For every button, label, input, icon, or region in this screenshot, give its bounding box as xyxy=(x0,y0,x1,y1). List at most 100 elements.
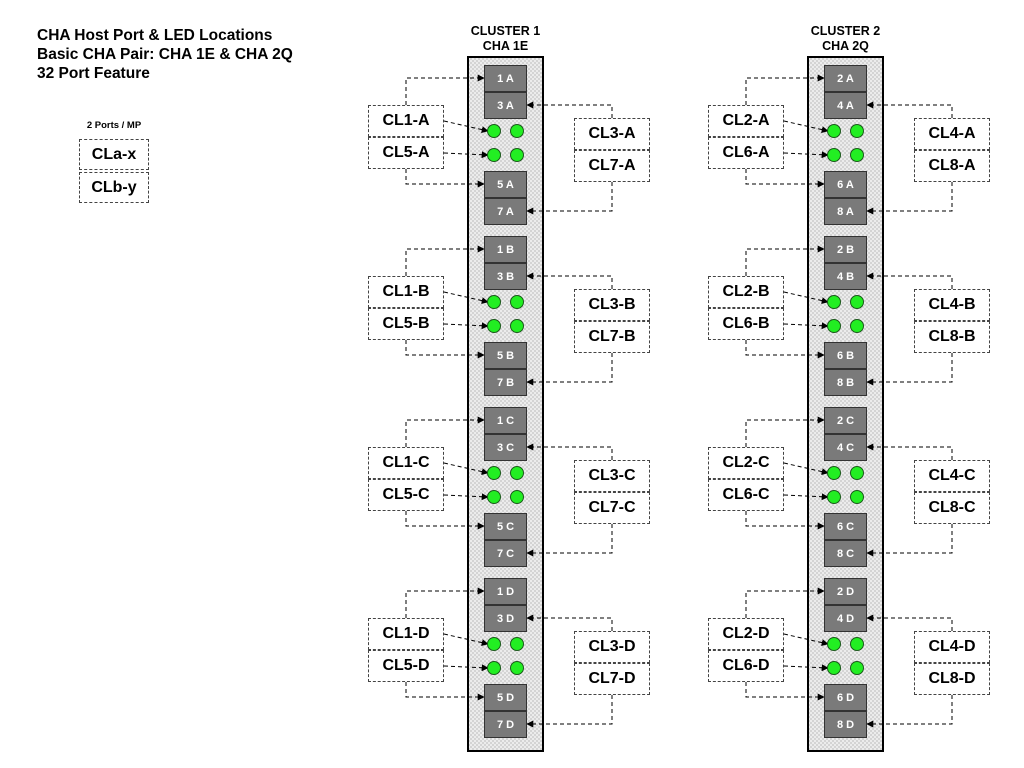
left-port-label: CL1-B xyxy=(368,276,444,308)
port-block: 1 D xyxy=(484,578,527,605)
connector-line xyxy=(783,493,829,501)
led-indicator xyxy=(510,148,524,162)
port-block: 2 D xyxy=(824,578,867,605)
left-port-label: CL5-C xyxy=(368,479,444,511)
cha-board xyxy=(807,56,884,752)
led-indicator xyxy=(850,637,864,651)
left-port-label: CL6-B xyxy=(708,308,784,340)
cha-header: CHA 2Q xyxy=(822,39,869,53)
connector-line xyxy=(443,664,489,672)
port-block: 6 A xyxy=(824,171,867,198)
right-port-label: CL7-D xyxy=(574,663,650,695)
title-line-1: CHA Host Port & LED Locations xyxy=(37,27,273,44)
port-block: 3 A xyxy=(484,92,527,119)
cluster-header: CLUSTER 1 xyxy=(470,24,541,38)
led-indicator xyxy=(487,295,501,309)
connector-line xyxy=(405,245,485,276)
port-block: 6 D xyxy=(824,684,867,711)
port-block: 5 D xyxy=(484,684,527,711)
right-port-label: CL3-B xyxy=(574,289,650,321)
port-block: 3 C xyxy=(484,434,527,461)
led-indicator xyxy=(850,319,864,333)
led-indicator xyxy=(827,466,841,480)
connector-line xyxy=(783,322,829,330)
led-indicator xyxy=(510,124,524,138)
connector-line xyxy=(866,524,953,557)
port-block: 8 C xyxy=(824,540,867,567)
connector-line xyxy=(405,416,485,447)
connector-line xyxy=(866,695,953,728)
left-port-label: CL5-B xyxy=(368,308,444,340)
led-indicator xyxy=(487,148,501,162)
connector-line xyxy=(405,74,485,105)
connector-line xyxy=(443,151,489,159)
led-indicator xyxy=(487,490,501,504)
left-port-label: CL2-B xyxy=(708,276,784,308)
connector-line xyxy=(405,682,485,701)
left-port-label: CL2-C xyxy=(708,447,784,479)
port-block: 1 C xyxy=(484,407,527,434)
right-port-label: CL4-B xyxy=(914,289,990,321)
title-line-3: 32 Port Feature xyxy=(37,65,150,82)
led-indicator xyxy=(827,661,841,675)
port-block: 3 D xyxy=(484,605,527,632)
right-port-label: CL8-A xyxy=(914,150,990,182)
connector-line xyxy=(745,74,825,105)
port-block: 3 B xyxy=(484,263,527,290)
connector-line xyxy=(443,120,489,134)
led-indicator xyxy=(510,637,524,651)
led-indicator xyxy=(827,637,841,651)
connector-line xyxy=(783,291,829,305)
led-indicator xyxy=(850,124,864,138)
connector-line xyxy=(745,340,825,359)
led-indicator xyxy=(827,295,841,309)
connector-line xyxy=(783,462,829,476)
port-block: 4 C xyxy=(824,434,867,461)
connector-line xyxy=(783,633,829,647)
connector-line xyxy=(443,493,489,501)
left-port-label: CL6-A xyxy=(708,137,784,169)
port-block: 5 A xyxy=(484,171,527,198)
connector-line xyxy=(745,511,825,530)
port-block: 1 A xyxy=(484,65,527,92)
connector-line xyxy=(745,587,825,618)
cha-header: CHA 1E xyxy=(482,39,529,53)
right-port-label: CL4-C xyxy=(914,460,990,492)
port-block: 1 B xyxy=(484,236,527,263)
connector-line xyxy=(745,169,825,188)
connector-line xyxy=(783,120,829,134)
left-port-label: CL5-A xyxy=(368,137,444,169)
port-block: 2 C xyxy=(824,407,867,434)
right-port-label: CL3-D xyxy=(574,631,650,663)
port-block: 4 D xyxy=(824,605,867,632)
led-indicator xyxy=(827,490,841,504)
legend-caption: 2 Ports / MP xyxy=(86,120,142,131)
right-port-label: CL3-C xyxy=(574,460,650,492)
led-indicator xyxy=(510,319,524,333)
led-indicator xyxy=(487,319,501,333)
port-block: 2 B xyxy=(824,236,867,263)
connector-line xyxy=(443,322,489,330)
right-port-label: CL8-B xyxy=(914,321,990,353)
led-indicator xyxy=(827,319,841,333)
led-indicator xyxy=(510,466,524,480)
led-indicator xyxy=(487,124,501,138)
left-port-label: CL1-C xyxy=(368,447,444,479)
right-port-label: CL7-C xyxy=(574,492,650,524)
right-port-label: CL8-C xyxy=(914,492,990,524)
right-port-label: CL7-A xyxy=(574,150,650,182)
connector-line xyxy=(405,169,485,188)
connector-line xyxy=(526,695,613,728)
port-block: 2 A xyxy=(824,65,867,92)
port-block: 5 C xyxy=(484,513,527,540)
connector-line xyxy=(526,353,613,386)
connector-line xyxy=(866,182,953,215)
left-port-label: CL5-D xyxy=(368,650,444,682)
left-port-label: CL2-A xyxy=(708,105,784,137)
left-port-label: CL1-A xyxy=(368,105,444,137)
legend-box-1: CLa-x xyxy=(79,139,149,170)
cha-board xyxy=(467,56,544,752)
led-indicator xyxy=(510,490,524,504)
legend: 2 Ports / MP CLa-x CLb-y xyxy=(79,119,149,203)
led-indicator xyxy=(487,466,501,480)
